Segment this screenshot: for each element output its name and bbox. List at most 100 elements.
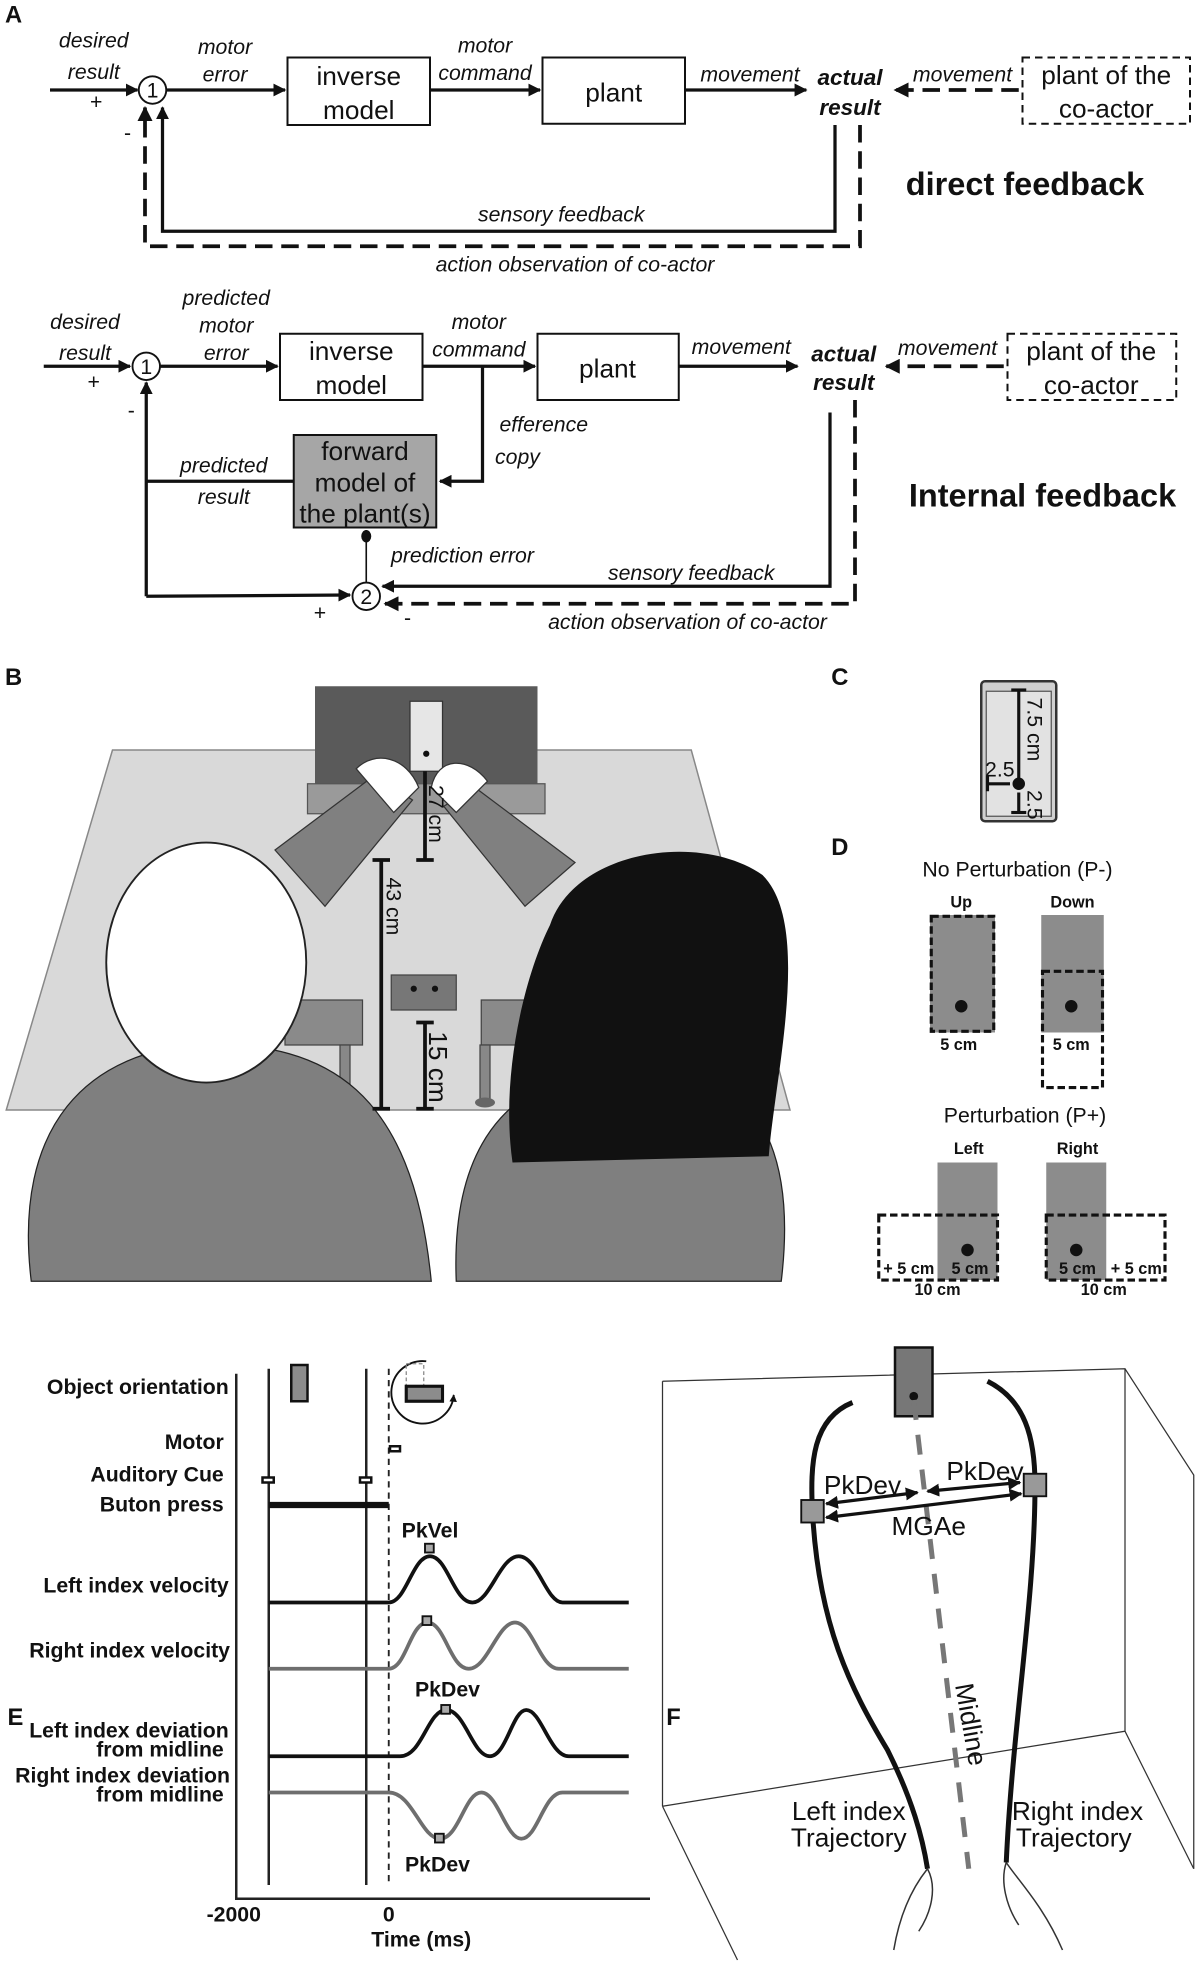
left-pkdev-marker — [800, 1499, 825, 1524]
distance-27cm-label: 27 cm — [424, 785, 448, 843]
right-label: Right — [1057, 1140, 1099, 1158]
plant-label: plant — [585, 77, 643, 107]
object-height-label: 7.5 cm — [1023, 698, 1047, 762]
sum-node-2-label: 2 — [360, 585, 372, 609]
actual-result-label: actual — [817, 65, 883, 90]
pkdev-top-label: PkDev — [415, 1677, 480, 1701]
left-velocity-trace — [268, 1554, 629, 1605]
forward-model-label-3: the plant(s) — [299, 499, 430, 529]
right-trajectory-label: Right index — [1012, 1796, 1143, 1826]
row-motor: Motor — [165, 1430, 224, 1454]
right-object — [1046, 1162, 1107, 1280]
motor-command-label-2: command — [438, 61, 532, 85]
pkdev-bottom-label: PkDev — [405, 1852, 470, 1876]
panel-label-e: E — [8, 1704, 24, 1731]
movement-label: movement — [700, 62, 800, 86]
left-deviation-trace — [268, 1708, 629, 1759]
timeline-diagram: Object orientation Motor Auditory Cue Bu… — [15, 1360, 650, 1951]
timeline-axes — [235, 1373, 650, 1900]
motor-error-label-2: error — [203, 62, 249, 86]
panel-label-d: D — [831, 834, 848, 861]
desired-label: desired — [50, 310, 121, 334]
row-object-orientation: Object orientation — [47, 1375, 229, 1399]
sum-node-label: 1 — [147, 79, 159, 103]
pkvel-marker — [424, 1542, 435, 1554]
down-object — [1041, 915, 1104, 1033]
mgae-label: MGAe — [892, 1511, 966, 1541]
desired-label: desired — [59, 29, 130, 53]
right-velocity-trace — [268, 1620, 629, 1671]
left-label: Left — [954, 1140, 984, 1158]
row-left-deviation: Left index deviation — [29, 1719, 229, 1743]
panel-label-c: C — [831, 664, 848, 691]
up-width-label: 5 cm — [940, 1036, 977, 1054]
coactor-label: plant of the — [1041, 60, 1171, 90]
no-perturbation-title: No Perturbation (P-) — [922, 857, 1112, 881]
efference-copy-label: efference — [499, 412, 588, 436]
left-total-label: 10 cm — [914, 1281, 960, 1299]
coactor-label-2: co-actor — [1059, 94, 1154, 124]
right-pkdev-marker — [1022, 1472, 1048, 1498]
midline — [911, 1399, 972, 1870]
plant-label: plant — [579, 354, 637, 384]
result-label: result — [59, 341, 112, 365]
pkdev-right-label: PkDev — [946, 1456, 1024, 1486]
row-right-deviation-2: from midline — [96, 1782, 224, 1806]
rotation-icon — [390, 1360, 457, 1425]
distance-15cm-label: 15 cm — [423, 1031, 453, 1102]
left-trajectory-label: Left index — [792, 1796, 906, 1826]
minus-sign: - — [124, 121, 131, 145]
motor-command-label: motor — [452, 310, 507, 334]
inverse-model-label: inverse — [309, 336, 394, 366]
internal-feedback-diagram: desired result + - 1 predicted motor err… — [43, 286, 1178, 634]
direct-feedback-diagram: desired result + - 1 motor error inverse… — [50, 29, 1191, 276]
motor-command-label-2: command — [432, 337, 526, 361]
object-side-label: 2.5 — [985, 757, 1015, 781]
prediction-error-connector — [361, 530, 372, 543]
right-extra-label: + 5 cm — [1111, 1260, 1162, 1278]
inverse-model-box — [279, 332, 424, 401]
minus-sign-2: - — [404, 606, 411, 630]
sensory-feedback-label: sensory feedback — [478, 202, 646, 226]
row-right-deviation: Right index deviation — [15, 1764, 230, 1788]
left-trajectory-label-2: Trajectory — [791, 1822, 908, 1852]
action-observation-label: action observation of co-actor — [436, 252, 716, 276]
forward-model-label-2: model of — [315, 467, 416, 497]
down-label: Down — [1050, 894, 1094, 912]
down-width-label: 5 cm — [1053, 1036, 1090, 1054]
orientation-vertical-icon — [290, 1363, 309, 1403]
auditory-cue-marker-2 — [358, 1476, 373, 1484]
predicted-result-label: predicted — [179, 454, 269, 478]
up-label: Up — [950, 894, 972, 912]
panel-label-f: F — [666, 1704, 681, 1731]
left-width-label: 5 cm — [951, 1260, 988, 1278]
setup-illustration: 27 cm 43 cm 15 cm — [5, 686, 791, 1282]
right-width-label: 5 cm — [1059, 1260, 1096, 1278]
pkdev-left-label: PkDev — [824, 1470, 902, 1500]
sum-node-label: 1 — [140, 355, 152, 379]
direct-feedback-title: direct feedback — [906, 166, 1145, 202]
plus-sign: + — [88, 370, 100, 394]
trajectory-diagram: PkDev PkDev MGAe Midline Left index Traj… — [661, 1346, 1195, 1961]
panel-label-b: B — [5, 664, 22, 691]
tick-zero-label: 0 — [383, 1902, 395, 1926]
row-button-press: Buton press — [100, 1492, 224, 1516]
minus-sign: - — [128, 399, 135, 423]
right-participant-hair — [509, 851, 789, 1163]
efference-copy-label-2: copy — [495, 445, 541, 469]
inverse-model-label: inverse — [316, 61, 401, 91]
left-pkdev-marker — [440, 1704, 451, 1715]
sum-node-1 — [131, 351, 161, 381]
object-dimensions: 7.5 cm 2.5 2.5 — [979, 679, 1058, 823]
actual-result-label-2: result — [813, 370, 876, 395]
motor-command-label: motor — [458, 34, 513, 58]
coactor-label: plant of the — [1026, 336, 1156, 366]
perturbation-title: Perturbation (P+) — [944, 1104, 1106, 1128]
object-bottom-label: 2.5 — [1023, 790, 1047, 820]
sensory-feedback-label: sensory feedback — [608, 561, 776, 585]
up-object — [930, 915, 995, 1033]
plus-sign: + — [90, 90, 102, 114]
conditions-diagram: No Perturbation (P-) Up Down 5 cm 5 cm P… — [877, 857, 1167, 1299]
coactor-movement-label: movement — [898, 336, 998, 360]
forward-model-label: forward — [321, 436, 409, 466]
